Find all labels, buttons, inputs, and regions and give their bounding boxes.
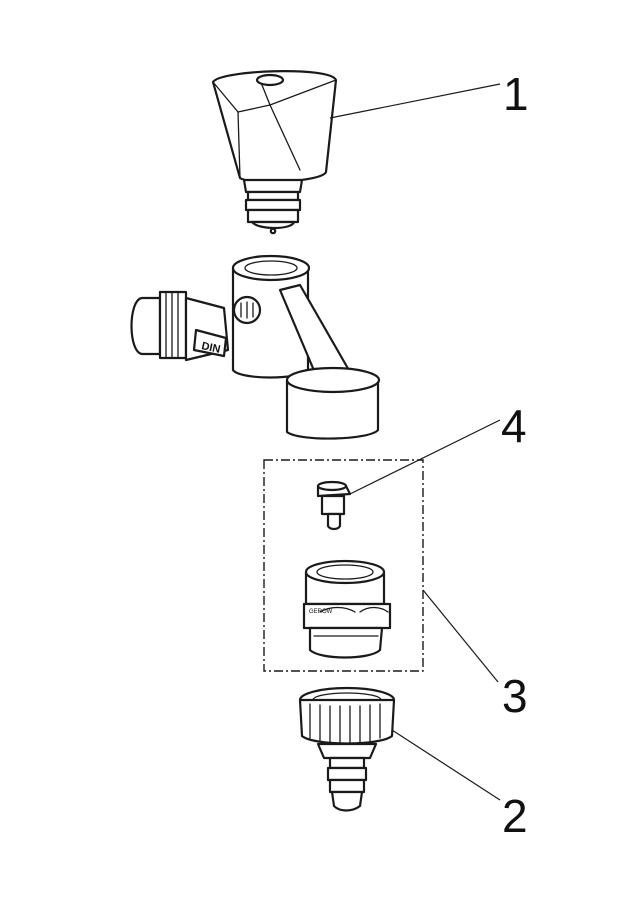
handle-knob-part: [211, 70, 338, 235]
leader-line-4: [349, 419, 501, 495]
din-label: DIN: [200, 340, 221, 356]
callout-4: 4: [501, 400, 527, 452]
callout-2: 2: [502, 790, 528, 842]
insert-part: [316, 480, 352, 531]
hose-connector-part: [298, 686, 396, 812]
assembly-group-box: [263, 459, 424, 672]
leader-line-2: [391, 729, 501, 801]
callout-3: 3: [502, 670, 528, 722]
leader-line-3: [422, 589, 499, 683]
tap-body-part: DIN: [130, 254, 381, 440]
adapter-mark: GEROW: [309, 609, 333, 615]
adapter-part: GEROW: [302, 559, 392, 659]
leader-line-1: [329, 83, 501, 119]
callout-1: 1: [503, 68, 529, 120]
